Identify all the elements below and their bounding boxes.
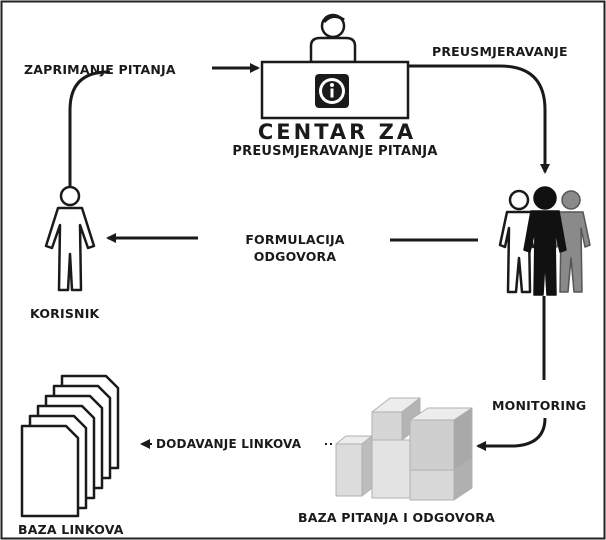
center-subtitle: PREUSMJERAVANJE PITANJA — [232, 144, 438, 159]
user-figure-icon — [44, 185, 96, 292]
label-intake: ZAPRIMANJE PITANJA — [24, 62, 176, 77]
expert-group-icon — [498, 186, 591, 296]
information-icon — [315, 74, 349, 108]
connector-user-to-intake — [68, 70, 110, 186]
arrow-redirect-to-experts — [408, 64, 550, 174]
label-redirect: PREUSMJERAVANJE — [432, 44, 568, 59]
document-stack-icon — [20, 374, 120, 518]
label-user: KORISNIK — [30, 306, 100, 321]
label-add-links: DODAVANJE LINKOVA — [156, 437, 302, 451]
label-link-base: BAZA LINKOVA — [18, 522, 124, 537]
label-monitoring: MONITORING — [492, 398, 587, 413]
operator-icon — [309, 13, 357, 64]
label-answer-line2: ODGOVORA — [253, 249, 337, 264]
label-qa-base: BAZA PITANJA I ODGOVORA — [298, 510, 496, 525]
database-blocks-icon — [335, 397, 473, 501]
center-title: CENTAR ZA — [257, 120, 417, 144]
arrow-monitoring-to-base — [476, 417, 547, 451]
label-answer-line1: FORMULACIJA — [245, 232, 345, 247]
